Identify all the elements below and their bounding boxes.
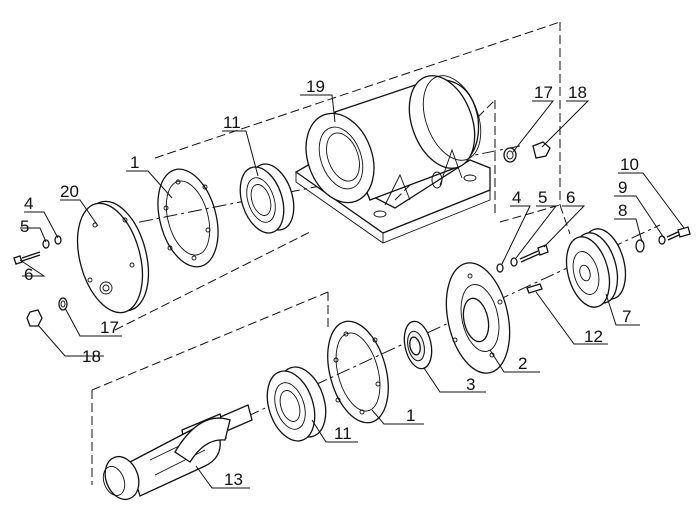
part-12-key <box>526 283 543 294</box>
callout-1-upper: 1 <box>130 153 139 172</box>
callout-1-lower: 1 <box>406 406 415 425</box>
callout-2: 2 <box>518 354 527 373</box>
callout-19: 19 <box>306 77 325 96</box>
callout-12: 12 <box>584 327 603 346</box>
right-plug-group <box>503 141 551 163</box>
part-11-lower-bearing <box>266 366 327 442</box>
callout-17-left: 17 <box>100 318 119 337</box>
part-11-upper-bearing <box>239 163 295 234</box>
right-bolt-group <box>496 244 549 273</box>
callout-13: 13 <box>224 470 243 489</box>
callout-6-right: 6 <box>566 188 575 207</box>
callout-4-right: 4 <box>512 188 521 207</box>
callout-18-right: 18 <box>568 83 587 102</box>
left-plug-group <box>26 297 68 327</box>
part-13-shaft <box>102 404 253 501</box>
callout-11-upper: 11 <box>223 113 241 132</box>
callout-11-lower: 11 <box>334 424 352 443</box>
part-3-seal <box>403 320 433 370</box>
callout-17-right: 17 <box>534 83 553 102</box>
callout-6-left: 6 <box>24 265 33 284</box>
part-7-pulley <box>565 228 627 308</box>
leader-lines <box>19 94 685 489</box>
part-1-upper-gasket <box>157 168 219 268</box>
callout-7: 7 <box>622 307 631 326</box>
callout-4-left: 4 <box>24 194 33 213</box>
left-bolt-group <box>13 235 62 265</box>
part-19-bearing-housing <box>294 75 491 244</box>
callout-5-left: 5 <box>20 217 29 236</box>
callout-20: 20 <box>60 182 79 201</box>
callout-5-right: 5 <box>538 188 547 207</box>
callout-9: 9 <box>618 178 627 197</box>
part-2-bearing-cap <box>445 262 511 374</box>
callout-8: 8 <box>618 201 627 220</box>
part-1-lower-gasket <box>327 320 389 424</box>
callout-18-left: 18 <box>82 347 101 366</box>
part-20-end-cover <box>76 200 150 314</box>
callout-labels: 11 19 17 18 1 20 4 5 6 17 18 4 5 6 10 9 … <box>20 77 639 489</box>
callout-10: 10 <box>620 155 639 174</box>
pulley-fastener-group <box>635 226 691 253</box>
callout-3: 3 <box>466 375 475 394</box>
